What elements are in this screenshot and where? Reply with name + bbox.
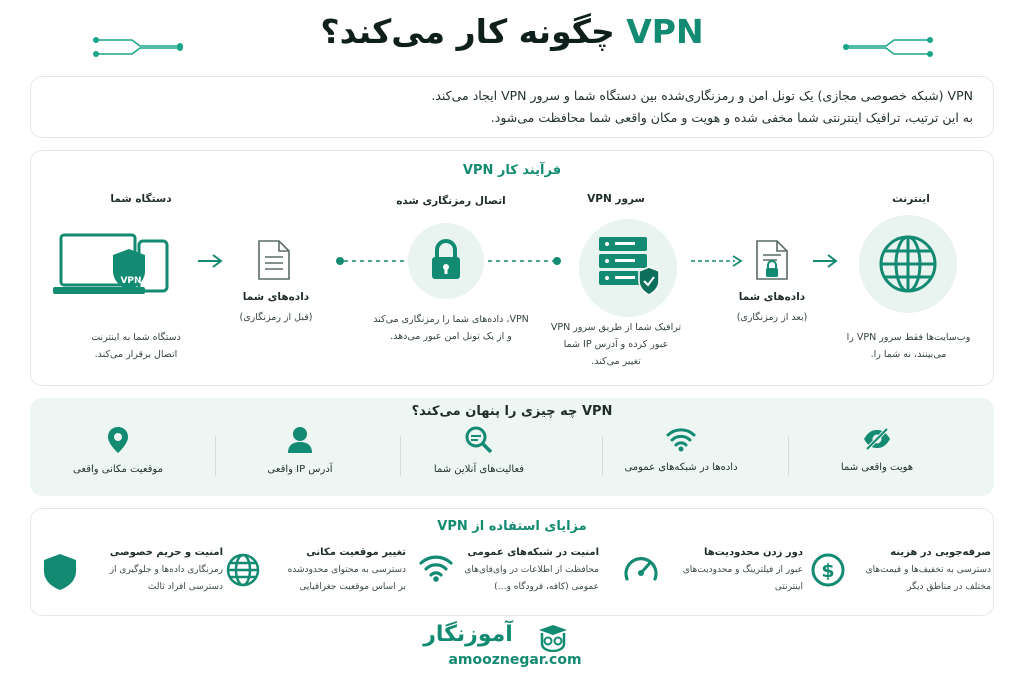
internet-desc: وب‌سایت‌ها فقط سرور VPN را می‌بینند، نه … xyxy=(831,329,986,363)
benefit-desc: رمزنگاری داده‌ها و جلوگیری از دسترسی افر… xyxy=(85,562,223,596)
brand-name: آموزنگار xyxy=(423,622,513,647)
user-icon xyxy=(288,427,312,453)
hide-item-ip: آدرس IP واقعی xyxy=(215,426,385,475)
data-before-sub: (قبل از رمزنگاری) xyxy=(239,312,313,323)
hide-item-identity: هویت واقعی شما xyxy=(792,426,962,473)
benefit-desc-1: دسترسی به محتوای محدودشده xyxy=(287,565,406,575)
dollar-icon: $ xyxy=(811,553,845,587)
divider xyxy=(602,436,603,476)
brand-url[interactable]: amooznegar.com xyxy=(448,652,582,668)
benefit-title: دور زدن محدودیت‌ها xyxy=(703,547,803,558)
benefit-desc-1: محافظت از اطلاعات در وای‌فای‌های xyxy=(464,565,599,575)
process-card: فرآیند کار VPN دستگاه شما VPN دستگاه شما… xyxy=(30,150,994,386)
data-before-label: داده‌های شما xyxy=(242,291,310,303)
benefit-desc: دسترسی به تخفیف‌ها و قیمت‌های مختلف در م… xyxy=(853,562,991,596)
device-label: دستگاه شما xyxy=(110,193,172,205)
tunnel-label: اتصال رمزنگاری شده xyxy=(396,195,506,207)
tunnel-desc-1: VPN، داده‌های شما را رمزنگاری می‌کند xyxy=(373,314,529,325)
internet-label: اینترنت xyxy=(892,193,930,205)
benefit-bypass: دور زدن محدودیت‌ها عبور از فیلترینگ و مح… xyxy=(623,547,803,611)
hide-label-ip: آدرس IP واقعی xyxy=(267,464,333,475)
benefit-title: صرفه‌جویی در هزینه xyxy=(890,547,991,558)
hide-label-identity: هویت واقعی شما xyxy=(840,462,914,473)
wifi-icon xyxy=(666,428,696,452)
hide-item-location: موقعیت مکانی واقعی xyxy=(33,426,203,475)
server-label: سرور VPN xyxy=(587,193,645,205)
benefit-desc-2: اینترنتی xyxy=(774,582,803,592)
benefits-title: مزایای استفاده از VPN xyxy=(437,519,587,534)
intro-line-1: VPN (شبکه خصوصی مجازی) یک تونل امن و رمز… xyxy=(431,88,973,103)
benefit-desc-2: مختلف در مناطق دیگر xyxy=(907,582,991,592)
globe-icon xyxy=(879,235,937,293)
benefit-title: تغییر موقعیت مکانی xyxy=(306,547,406,558)
server-desc-3: تغییر می‌کند. xyxy=(591,356,641,367)
hide-label-activity: فعالیت‌های آنلاین شما xyxy=(433,464,525,475)
server-icon xyxy=(599,237,660,296)
dashed-arrow-icon xyxy=(691,255,743,267)
benefit-desc-1: رمزنگاری داده‌ها و جلوگیری از xyxy=(109,565,223,575)
process-title: فرآیند کار VPN xyxy=(462,163,562,178)
laptop-phone-icon xyxy=(53,233,169,294)
benefit-desc-1: دسترسی به تخفیف‌ها و قیمت‌های xyxy=(865,565,991,575)
page-title: VPN چگونه کار می‌کند؟ xyxy=(0,12,1024,51)
hide-item-activity: فعالیت‌های آنلاین شما xyxy=(394,426,564,475)
benefit-desc-2: بر اساس موقعیت جغرافیایی xyxy=(299,582,406,592)
divider xyxy=(215,436,216,476)
benefit-desc-2: عمومی (کافه، فرودگاه و…) xyxy=(494,582,599,592)
device-desc-1: دستگاه شما به اینترنت xyxy=(91,332,181,343)
document-icon xyxy=(258,240,290,280)
divider xyxy=(788,436,789,476)
benefit-desc: عبور از فیلترینگ و محدودیت‌های اینترنتی xyxy=(665,562,803,596)
arrow-right-icon xyxy=(198,254,223,268)
arrow-right-icon-2 xyxy=(813,254,838,268)
hide-item-public-wifi: داده‌ها در شبکه‌های عمومی xyxy=(596,426,766,473)
server-desc-2: عبور کرده و آدرس IP شما xyxy=(563,339,669,350)
owl-logo-icon xyxy=(539,625,567,652)
hides-title: VPN چه چیزی را پنهان می‌کند؟ xyxy=(411,404,613,419)
benefit-desc-1: عبور از فیلترینگ و محدودیت‌های xyxy=(682,565,803,575)
svg-text:$: $ xyxy=(821,560,834,582)
server-desc: ترافیک شما از طریق سرور VPN عبور کرده و … xyxy=(536,319,696,370)
benefit-title: امنیت در شبکه‌های عمومی xyxy=(467,547,599,558)
device-desc: دستگاه شما به اینترنت اتصال برقرار می‌کن… xyxy=(51,329,221,363)
circuit-decoration-right xyxy=(843,37,933,57)
benefit-desc: دسترسی به محتوای محدودشده بر اساس موقعیت… xyxy=(268,562,406,596)
tunnel-desc: VPN، داده‌های شما را رمزنگاری می‌کند و ا… xyxy=(351,311,551,345)
shield-icon xyxy=(44,554,76,590)
server-desc-1: ترافیک شما از طریق سرور VPN xyxy=(550,322,682,333)
search-activity-icon xyxy=(465,426,493,454)
device-desc-2: اتصال برقرار می‌کند. xyxy=(94,349,178,360)
title-vpn: VPN xyxy=(626,12,704,51)
internet-desc-2: می‌بینند، نه شما را. xyxy=(870,349,947,360)
device-vpn-badge: VPN xyxy=(120,276,142,286)
internet-desc-1: وب‌سایت‌ها فقط سرور VPN را xyxy=(846,332,971,343)
tunnel-desc-2: و از یک تونل امن عبور می‌دهد. xyxy=(390,331,512,342)
benefit-title: امنیت و حریم خصوصی xyxy=(109,547,223,558)
benefit-location: تغییر موقعیت مکانی دسترسی به محتوای محدو… xyxy=(226,547,406,611)
data-after-label: داده‌های شما xyxy=(738,291,806,303)
encrypted-document-icon xyxy=(756,240,788,280)
circuit-decoration-left xyxy=(93,37,183,57)
location-pin-icon xyxy=(108,427,128,453)
lock-icon xyxy=(432,239,460,279)
hide-label-public-wifi: داده‌ها در شبکه‌های عمومی xyxy=(624,462,738,473)
eye-off-icon xyxy=(864,427,890,451)
intro-line-2: به این ترتیب، ترافیک اینترنتی شما مخفی ش… xyxy=(490,110,973,125)
benefit-public-wifi: امنیت در شبکه‌های عمومی محافظت از اطلاعا… xyxy=(419,547,599,611)
hide-label-location: موقعیت مکانی واقعی xyxy=(73,464,163,475)
globe-icon xyxy=(226,553,260,587)
benefit-security: امنیت و حریم خصوصی رمزنگاری داده‌ها و جل… xyxy=(43,547,223,611)
wifi-icon xyxy=(419,555,453,582)
benefits-card: مزایای استفاده از VPN امنیت و حریم خصوصی… xyxy=(30,508,994,616)
data-after-sub: (بعد از رمزنگاری) xyxy=(736,312,808,323)
benefit-desc: محافظت از اطلاعات در وای‌فای‌های عمومی (… xyxy=(461,562,599,596)
speedometer-icon xyxy=(624,557,658,581)
hides-card: VPN چه چیزی را پنهان می‌کند؟ موقعیت مکان… xyxy=(30,398,994,496)
benefit-desc-2: دسترسی افراد ثالث xyxy=(147,582,223,592)
benefit-savings: $ صرفه‌جویی در هزینه دسترسی به تخفیف‌ها … xyxy=(811,547,991,611)
divider xyxy=(400,436,401,476)
title-text: چگونه کار می‌کند؟ xyxy=(320,12,615,51)
intro-card: VPN (شبکه خصوصی مجازی) یک تونل امن و رمز… xyxy=(30,76,994,138)
